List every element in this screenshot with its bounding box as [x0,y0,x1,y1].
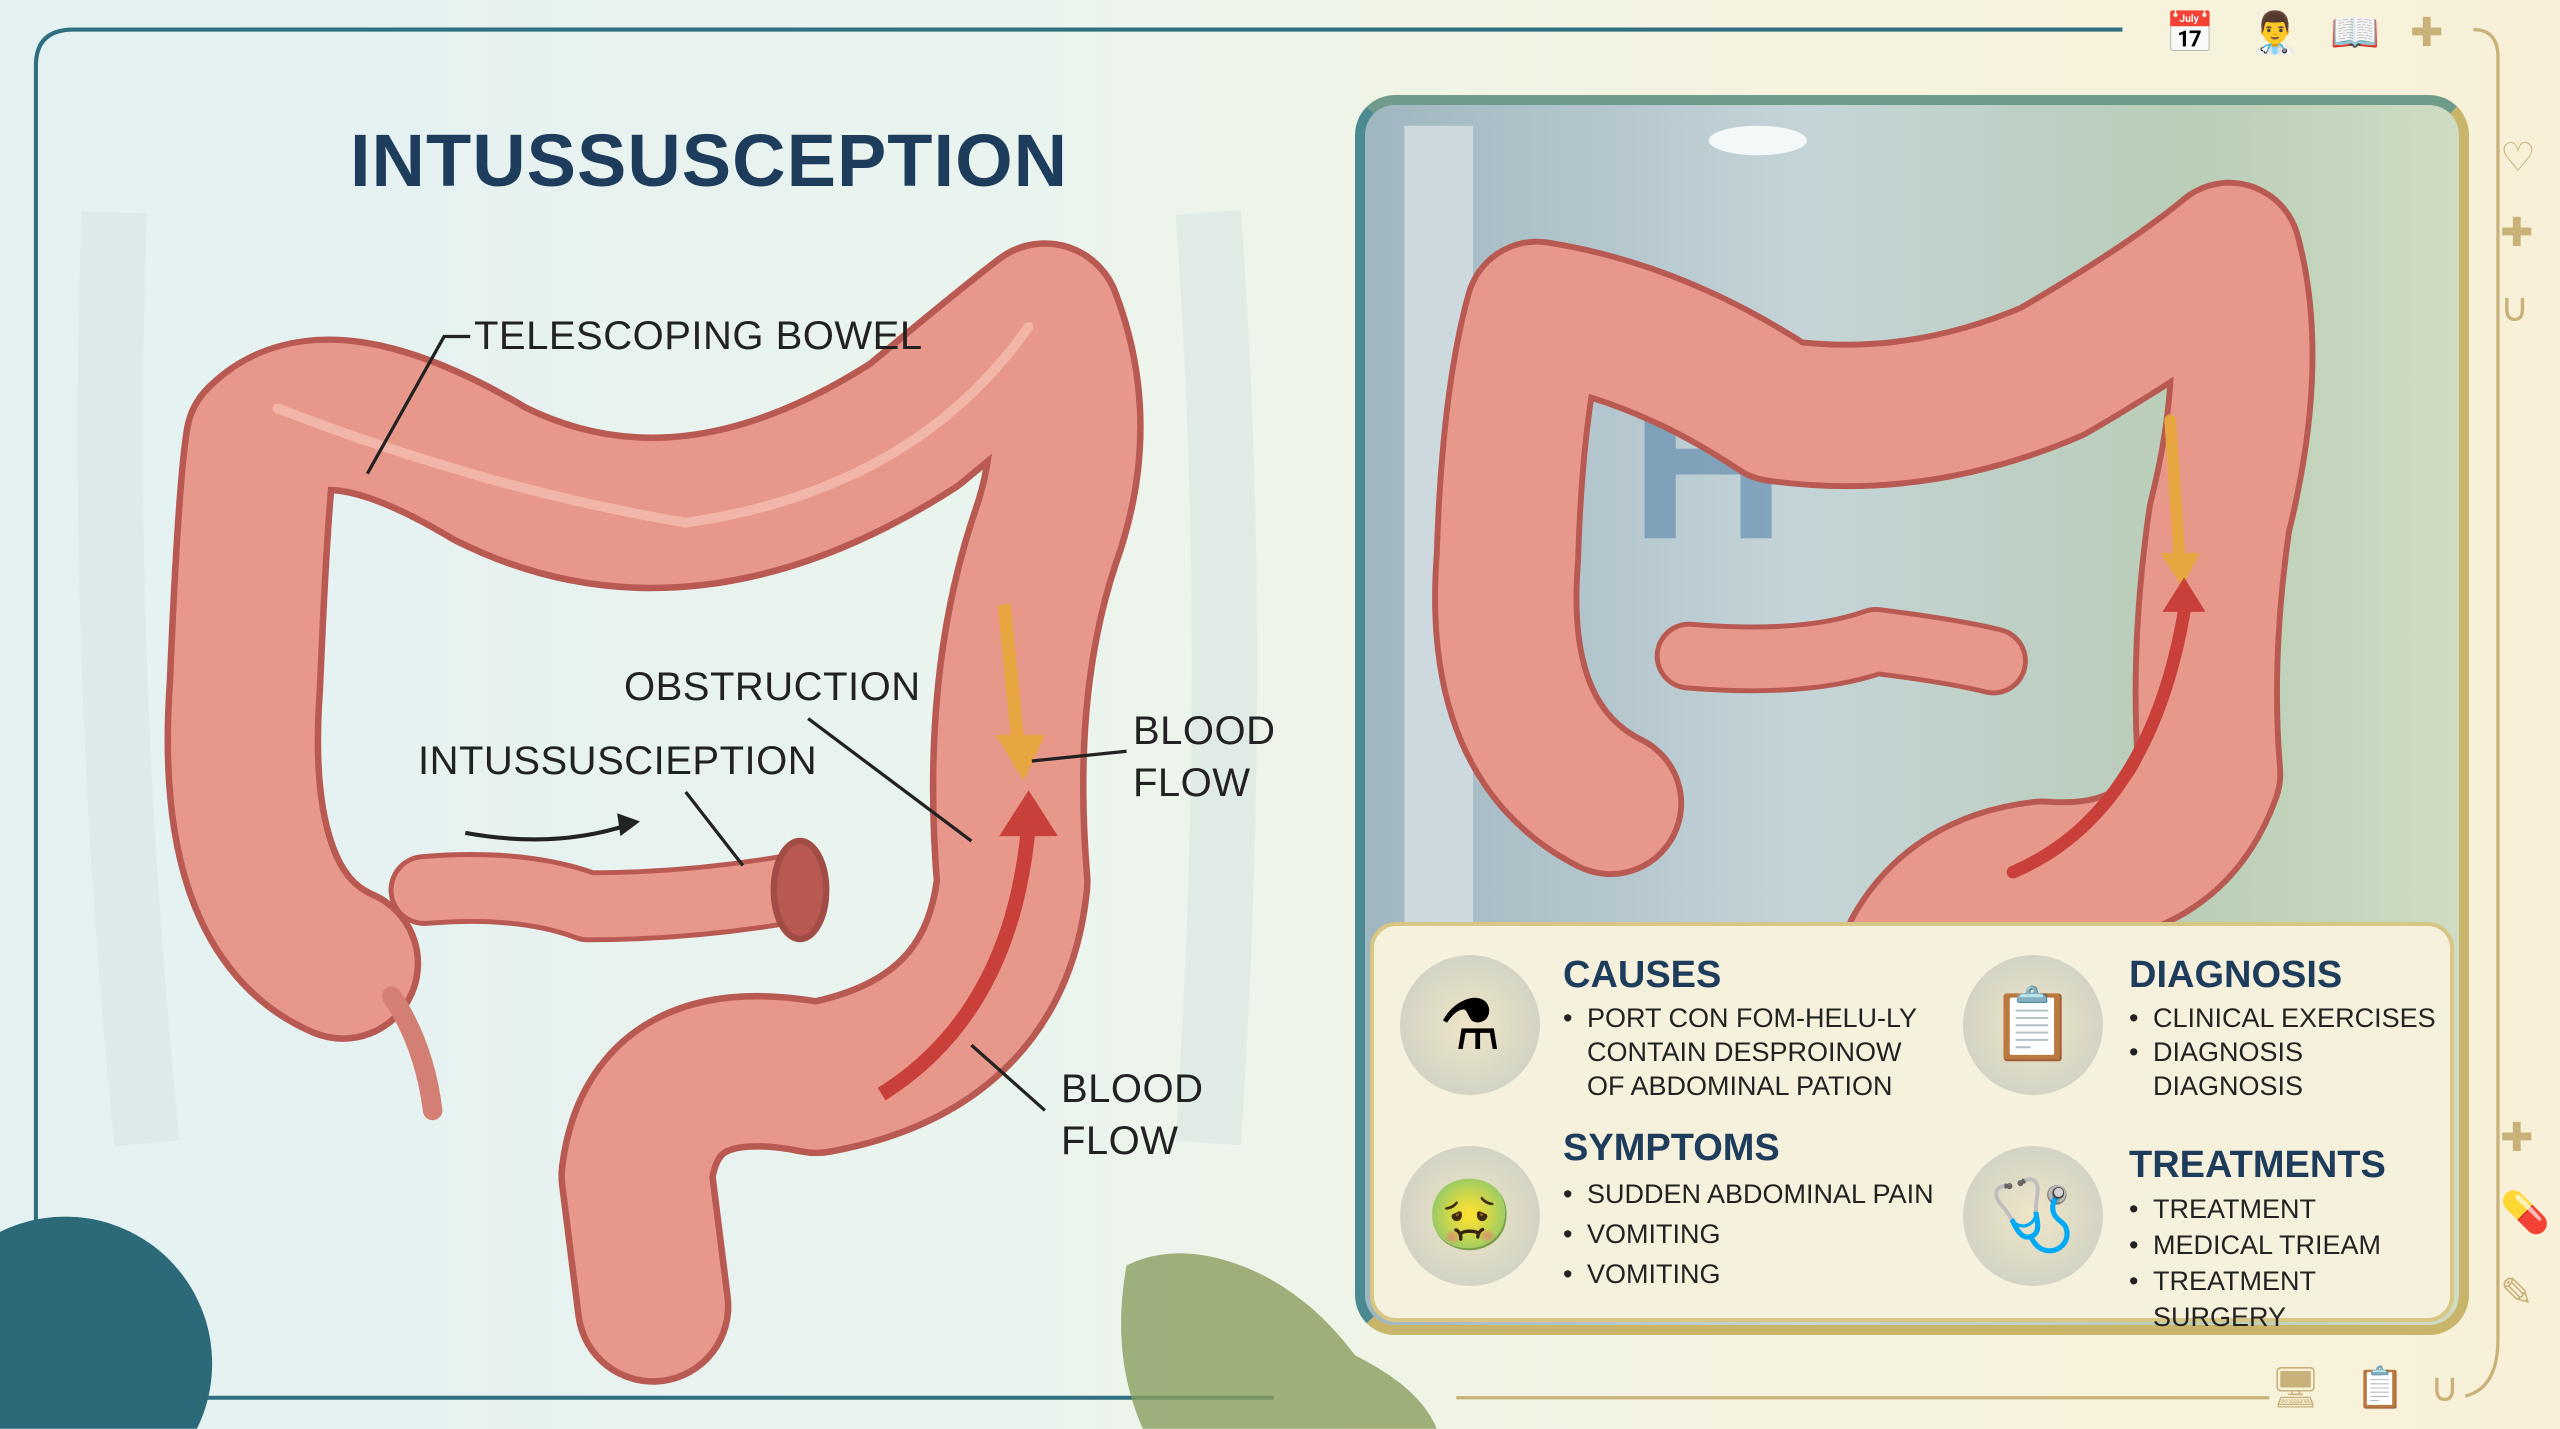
section-causes: CAUSES PORT CON FOM-HELU-LY CONTAIN DESP… [1563,953,1943,1103]
first-aid-kit-icon: ✚ [2410,11,2444,55]
first-aid-kit-icon: ✚ [2500,1116,2534,1160]
blood-flow-arrow-up [877,824,1036,1101]
stethoscope-icon: 🩺 [1963,1146,2103,1286]
list-item: CLINICAL EXERCISES [2129,1001,2449,1035]
monitor-icon: 🖥 [2270,1366,2321,1410]
leader-line [807,717,973,843]
stethoscope-small-icon: ∪ [2500,286,2530,330]
label-blood-flow-lower: BLOOD FLOW [1061,1063,1204,1167]
section-treatments: TREATMENTS TREATMENT MEDICAL TRIEAM TREA… [2129,1143,2449,1335]
heart-hands-icon: ♡ [2500,136,2536,180]
label-line: FLOW [1133,761,1251,805]
label-telescoping-bowel: TELESCOPING BOWEL [474,314,923,358]
sick-person-icon: 🤢 [1400,1146,1540,1286]
list-item: TREATMENT SURGERY [2129,1263,2449,1335]
frame-line-top [33,27,2123,1372]
decorative-map-shape [1121,1253,1437,1429]
decorative-circle [0,1216,213,1429]
medical-book-icon: 📖 [2330,11,2380,55]
doctor-icon: 👨‍⚕ [2250,11,2300,55]
list-item: VOMITING [1563,1214,1943,1254]
leader-line [365,334,471,475]
direction-arrow [464,822,630,842]
label-intussusception: INTUSSUSCIEPTION [418,739,818,783]
medical-cross-icon: ✚ [2500,211,2534,255]
leader-line [684,791,745,867]
list-item: MEDICAL TRIEAM [2129,1227,2449,1263]
stethoscope-small-icon: ∪ [2430,1366,2460,1410]
section-diagnosis: DIAGNOSIS CLINICAL EXERCISES DIAGNOSIS D… [2129,953,2449,1103]
label-line: BLOOD [1133,709,1276,753]
scalpel-icon: ✎ [2500,1271,2534,1315]
section-symptoms: SYMPTOMS SUDDEN ABDOMINAL PAIN VOMITING … [1563,1126,1943,1294]
colon-left [164,240,1144,1385]
arrow-head-down [995,734,1045,781]
page-title: INTUSSUSCEPTION [350,119,1069,202]
list-item: SUDDEN ABDOMINAL PAIN [1563,1174,1943,1214]
frame-line-right [2464,27,2500,1398]
section-heading: CAUSES [1563,954,1722,996]
list-item: PORT CON FOM-HELU-LY CONTAIN DESPROINOW … [1563,1001,1943,1103]
list-item: VOMITING [1563,1254,1943,1294]
list-item: TREATMENT [2129,1191,2449,1227]
pills-icon: 💊 [2500,1191,2550,1235]
label-line: BLOOD [1061,1067,1204,1111]
calendar-icon: 📅 [2165,11,2215,55]
label-obstruction: OBSTRUCTION [624,665,921,709]
arrow-head-up [999,790,1058,837]
body-silhouette [77,210,1258,1147]
leader-line [1031,749,1127,763]
clipboard-checklist-icon: 📋 [1963,955,2103,1095]
clipboard-icon: 📋 [2355,1366,2405,1410]
list-item: DIAGNOSIS DIAGNOSIS [2129,1035,2303,1103]
colon-right-illustration: H [1404,125,2316,1103]
leader-line [970,1043,1046,1112]
section-heading: TREATMENTS [2129,1144,2386,1186]
section-heading: DIAGNOSIS [2129,954,2343,996]
lab-flask-icon: ⚗ [1400,955,1540,1095]
label-blood-flow-upper: BLOOD FLOW [1133,705,1276,809]
section-heading: SYMPTOMS [1563,1127,1780,1169]
label-line: FLOW [1061,1119,1179,1163]
